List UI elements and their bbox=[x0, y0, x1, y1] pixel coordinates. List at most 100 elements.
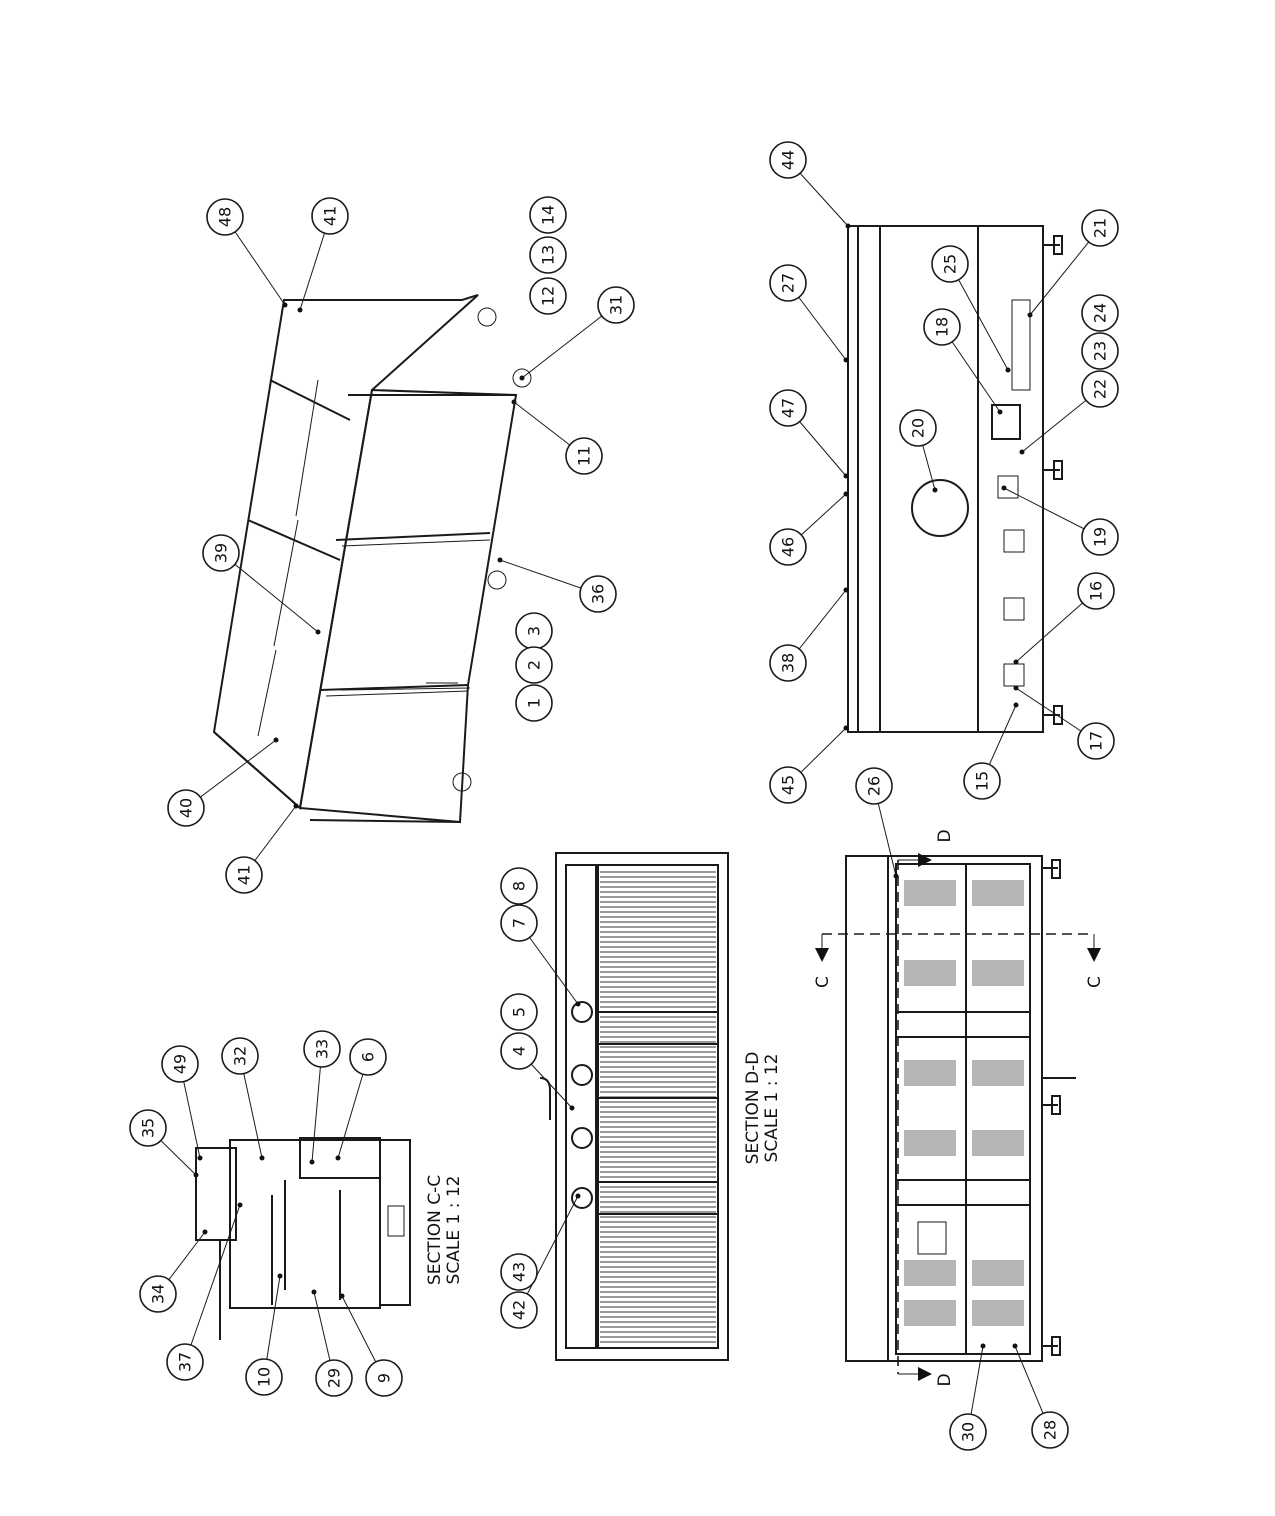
callout-circle bbox=[202, 534, 240, 572]
callout-balloon: 1 bbox=[515, 684, 553, 722]
leader-arrowhead bbox=[519, 375, 525, 381]
callout-balloon: 26 bbox=[855, 767, 893, 805]
callout-balloon: 10 bbox=[245, 1358, 283, 1396]
callout-circle bbox=[500, 1253, 538, 1291]
callout-number: 5 bbox=[510, 1007, 529, 1017]
callout-balloon: 25 bbox=[931, 245, 969, 283]
callout-number: 26 bbox=[865, 776, 884, 796]
callout-number: 19 bbox=[1091, 527, 1110, 547]
callout-number: 32 bbox=[231, 1046, 250, 1066]
leader-line bbox=[185, 739, 277, 809]
vent-slot bbox=[972, 1260, 1024, 1286]
callout-number: 41 bbox=[235, 865, 254, 885]
section-cc-scale: SCALE 1 : 12 bbox=[444, 1176, 464, 1285]
callout-circle bbox=[206, 198, 244, 236]
callout-number: 6 bbox=[359, 1052, 378, 1062]
callout-number: 25 bbox=[941, 254, 960, 274]
callout-balloon: 9 bbox=[365, 1359, 403, 1397]
callout-circle bbox=[1081, 370, 1119, 408]
callout-circle bbox=[349, 1038, 387, 1076]
callout-circle bbox=[597, 286, 635, 324]
callout-circle bbox=[315, 1359, 353, 1397]
leader-arrowhead bbox=[511, 399, 517, 405]
callout-balloon: 4 bbox=[500, 1032, 538, 1070]
callout-circle bbox=[769, 389, 807, 427]
callout-balloon: 31 bbox=[597, 286, 635, 324]
callout-balloon: 18 bbox=[923, 308, 961, 346]
callout-balloon: 42 bbox=[500, 1291, 538, 1329]
callout-balloon: 17 bbox=[1077, 722, 1115, 760]
callout-number: 42 bbox=[510, 1300, 529, 1320]
callout-number: 11 bbox=[575, 446, 594, 466]
vent-slot bbox=[904, 880, 956, 906]
vent-slot bbox=[972, 1300, 1024, 1326]
callout-circle bbox=[500, 993, 538, 1031]
leader-arrowhead bbox=[845, 223, 851, 229]
callout-number: 48 bbox=[216, 207, 235, 227]
callout-number: 40 bbox=[177, 798, 196, 818]
leader-arrowhead bbox=[309, 1159, 315, 1165]
callout-balloon: 20 bbox=[899, 409, 937, 447]
callout-balloon: 48 bbox=[206, 198, 244, 236]
callout-number: 24 bbox=[1091, 303, 1110, 323]
callout-balloon: 28 bbox=[1031, 1411, 1069, 1449]
callout-number: 44 bbox=[779, 150, 798, 170]
callout-balloon: 29 bbox=[315, 1359, 353, 1397]
callout-balloon: 30 bbox=[949, 1413, 987, 1451]
cut-label-d-top: D bbox=[935, 829, 955, 842]
callout-balloon: 13 bbox=[529, 236, 567, 274]
leader-arrowhead bbox=[569, 1105, 575, 1111]
callout-number: 38 bbox=[779, 653, 798, 673]
vent-slot bbox=[972, 1060, 1024, 1086]
callout-circle bbox=[365, 1359, 403, 1397]
callout-circle bbox=[1077, 722, 1115, 760]
leader-arrowhead bbox=[843, 491, 849, 497]
callout-circle bbox=[769, 644, 807, 682]
section-cc-title: SECTION C-C SCALE 1 : 12 bbox=[425, 1175, 464, 1285]
leader-arrowhead bbox=[197, 1155, 203, 1161]
callout-balloon: 23 bbox=[1081, 332, 1119, 370]
callout-number: 28 bbox=[1041, 1420, 1060, 1440]
leader-arrowhead bbox=[497, 557, 503, 563]
callout-circle bbox=[515, 646, 553, 684]
callout-number: 9 bbox=[375, 1373, 394, 1383]
callout-number: 23 bbox=[1091, 341, 1110, 361]
leader-line bbox=[311, 1048, 323, 1163]
callout-circle bbox=[529, 196, 567, 234]
callout-number: 2 bbox=[525, 660, 544, 670]
leader-line bbox=[949, 263, 1009, 371]
callout-balloon: 36 bbox=[579, 575, 617, 613]
callout-circle bbox=[565, 437, 603, 475]
callout-circle bbox=[1077, 572, 1115, 610]
callout-circle bbox=[500, 867, 538, 905]
callout-number: 7 bbox=[510, 918, 529, 928]
callout-circle bbox=[769, 264, 807, 302]
callout-circle bbox=[221, 1037, 259, 1075]
leader-arrowhead bbox=[843, 357, 849, 363]
callout-circle bbox=[167, 789, 205, 827]
leader-arrowhead bbox=[277, 1273, 283, 1279]
callout-number: 47 bbox=[779, 398, 798, 418]
leader-arrowhead bbox=[237, 1202, 243, 1208]
callout-number: 36 bbox=[589, 584, 608, 604]
callout-balloon: 7 bbox=[500, 904, 538, 942]
callout-number: 29 bbox=[325, 1368, 344, 1388]
leader-arrowhead bbox=[980, 1343, 986, 1349]
leader-arrowhead bbox=[893, 873, 899, 879]
front-view: C C D D bbox=[813, 829, 1105, 1386]
leader-arrowhead bbox=[997, 409, 1003, 415]
callout-circle bbox=[129, 1109, 167, 1147]
vent-slot bbox=[972, 1130, 1024, 1156]
callout-number: 30 bbox=[959, 1422, 978, 1442]
vent-slot bbox=[972, 960, 1024, 986]
callout-circle bbox=[769, 528, 807, 566]
leader-arrowhead bbox=[843, 587, 849, 593]
callout-circle bbox=[529, 277, 567, 315]
callout-number: 31 bbox=[607, 295, 626, 315]
callout-circle bbox=[1081, 332, 1119, 370]
section-cc-view bbox=[195, 1137, 411, 1340]
callout-number: 17 bbox=[1087, 731, 1106, 751]
section-cc-label: SECTION C-C bbox=[425, 1175, 445, 1285]
